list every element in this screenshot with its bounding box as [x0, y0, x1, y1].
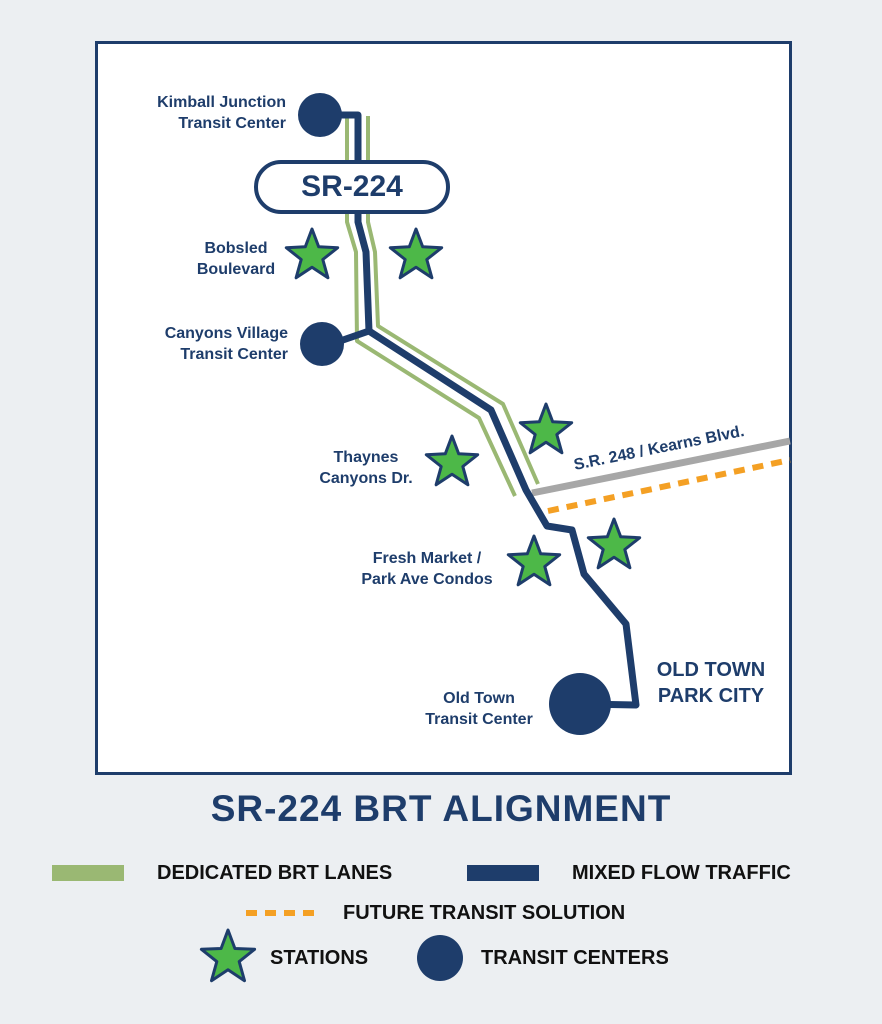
label-kimball-junction: Kimball Junction Transit Center [157, 92, 286, 134]
label-thaynes-canyons: Thaynes Canyons Dr. [300, 447, 432, 489]
future-transit-line [547, 457, 791, 514]
label-line: Transit Center [425, 711, 533, 728]
sr248-road [531, 437, 791, 497]
map-title: SR-224 BRT ALIGNMENT [210, 788, 672, 829]
label-bobsled-boulevard: Bobsled Boulevard [178, 238, 294, 280]
legend-mixed-swatch [467, 865, 539, 881]
station-star [518, 402, 574, 455]
label-line: PARK CITY [657, 685, 765, 707]
route-badge: SR-224 [254, 160, 450, 214]
station-star [388, 227, 444, 280]
label-canyons-village: Canyons Village Transit Center [165, 323, 288, 365]
transit-center-marker [549, 673, 611, 735]
label-line: Canyons Dr. [319, 470, 413, 487]
station-star [424, 434, 480, 487]
transit-center-marker [300, 322, 344, 366]
label-old-town-park-city: OLD TOWN PARK CITY [640, 657, 782, 709]
label-line: Transit Center [180, 346, 288, 363]
legend-stations-label: STATIONS [270, 947, 369, 969]
legend-brt-label: DEDICATED BRT LANES [157, 862, 393, 884]
legend-transit-centers-label: TRANSIT CENTERS [481, 947, 669, 969]
label-line: Park Ave Condos [361, 571, 493, 588]
station-star [586, 517, 642, 570]
label-old-town: Old Town Transit Center [404, 688, 554, 730]
label-line: Bobsled [204, 240, 268, 257]
label-line: OLD TOWN [656, 659, 766, 681]
label-line: Kimball Junction [157, 94, 286, 111]
legend-brt-swatch [52, 865, 124, 881]
circle-icon [417, 935, 463, 981]
station-star [506, 534, 562, 587]
label-line: Canyons Village [164, 325, 288, 342]
label-line: Transit Center [178, 115, 286, 132]
label-line: Old Town [443, 690, 515, 707]
label-line: Boulevard [196, 261, 276, 278]
transit-center-marker [298, 93, 342, 137]
legend-future-label: FUTURE TRANSIT SOLUTION [343, 902, 626, 924]
map-frame [95, 41, 792, 775]
route-badge-label: SR-224 [301, 170, 403, 203]
station-star [284, 227, 340, 280]
label-line: Fresh Market / [372, 550, 482, 567]
label-line: Thaynes [333, 449, 399, 466]
star-icon [199, 928, 257, 983]
mixed-flow-route [316, 111, 640, 709]
label-fresh-market: Fresh Market / Park Ave Condos [340, 548, 514, 590]
legend-mixed-label: MIXED FLOW TRAFFIC [572, 862, 791, 884]
